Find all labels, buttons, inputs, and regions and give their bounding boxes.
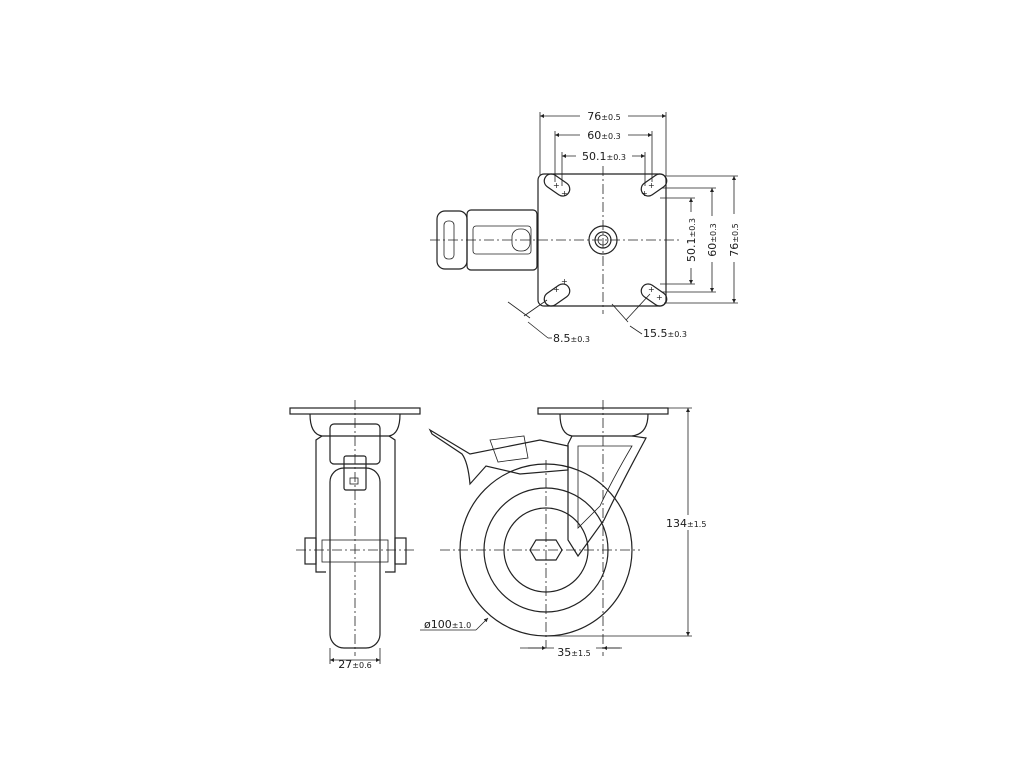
dim-35: 35±1.5 [557, 646, 590, 659]
front-view: 27±0.6 [289, 400, 421, 671]
top-view: ++ ++ ++ ++ 76±0.5 60±0.3 50.1±0.3 [430, 108, 741, 345]
dim-60-v: 60±0.3 [706, 223, 719, 256]
dim-diameter: ø100±1.0 [424, 618, 471, 631]
side-view: 134±1.5 ø100±1.0 35±1.5 [420, 400, 716, 659]
svg-text:+: + [561, 189, 568, 198]
svg-text:+: + [561, 277, 568, 286]
slot-top-left: ++ [543, 173, 571, 198]
top-hub-outer [588, 225, 618, 255]
svg-text:+: + [641, 189, 648, 198]
svg-text:+: + [648, 285, 655, 294]
front-axle-nut-left [304, 537, 317, 565]
dim-slot-length: 15.5±0.3 [643, 327, 687, 340]
front-fork-left [315, 435, 326, 573]
dim-76-h: 76±0.5 [587, 110, 620, 123]
dim-60-h: 60±0.3 [587, 129, 620, 142]
brake-lever-arm [472, 225, 532, 255]
front-axle-nut-right [394, 537, 407, 565]
front-bearing-housing [309, 413, 401, 437]
svg-text:+: + [648, 181, 655, 190]
side-fork [567, 435, 647, 558]
side-brake-arm [428, 428, 569, 486]
dim-27: 27±0.6 [338, 658, 371, 671]
top-hub-core [597, 234, 609, 246]
dim-76-v: 76±0.5 [728, 223, 741, 256]
slot-top-right: ++ [640, 173, 668, 198]
side-fork-inner [577, 445, 633, 529]
svg-text:+: + [553, 181, 560, 190]
dim-134: 134±1.5 [666, 517, 706, 530]
svg-text:+: + [656, 293, 663, 302]
front-fork-right [385, 435, 396, 573]
slot-bottom-right: ++ [640, 283, 668, 307]
dim-slot-width: 8.5±0.3 [553, 332, 590, 345]
side-brake-bracket [489, 435, 529, 463]
dim-50-h: 50.1±0.3 [582, 150, 626, 163]
brake-lever-body [466, 209, 538, 271]
side-bearing-housing [559, 413, 649, 437]
brake-lever-slot [511, 228, 531, 252]
slot-bottom-left: ++ [543, 277, 571, 307]
svg-text:+: + [553, 285, 560, 294]
dim-50-v: 50.1±0.3 [685, 218, 698, 262]
brake-lever-pedal-slot [443, 220, 455, 260]
top-hub-inner [594, 231, 612, 249]
